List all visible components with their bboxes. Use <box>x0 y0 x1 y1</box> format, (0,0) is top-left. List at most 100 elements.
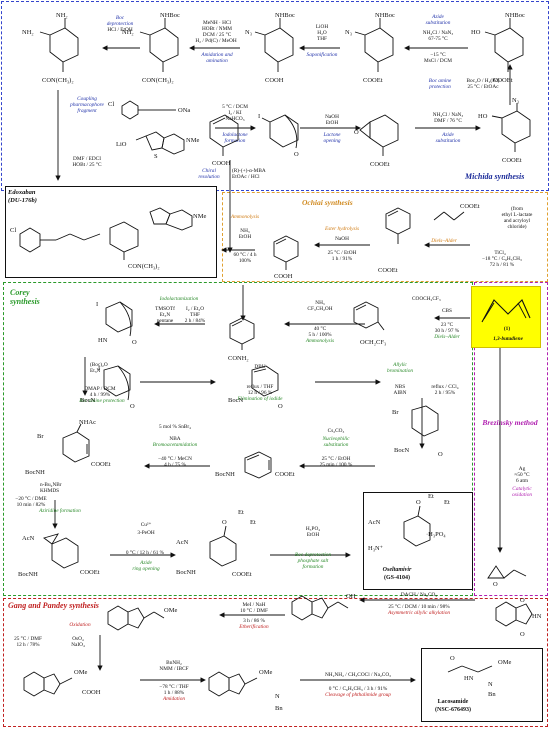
c-brom-n1: Bromoacetamidation <box>152 442 198 448</box>
c-da-n1: Diels–Alder <box>434 334 460 340</box>
svg-text:Et: Et <box>250 519 256 526</box>
m-s2-c1: MeNH · HCl <box>203 20 231 26</box>
svg-text:OMe: OMe <box>164 607 177 614</box>
c-allyl-c2: AIBN <box>393 390 407 396</box>
g-ether-n1: Etherification <box>239 624 269 630</box>
michida-diamine-amide: NH₂ NH₂ CON(CH₃)₂ <box>22 12 79 84</box>
m-s9-n3: fragment <box>77 108 97 114</box>
m-s3-c3: THF <box>316 36 327 42</box>
svg-text:NHBoc: NHBoc <box>160 12 180 19</box>
m-chiral-c2: EtOAc / HCl <box>232 174 260 180</box>
c-iodo-n1: Iodolactamization <box>159 296 199 302</box>
c-nucl-c3: 25 min / 100 % <box>319 462 353 468</box>
o-ester-c2: 25 °C / EtOH <box>327 250 357 256</box>
c-dep-c2: EtOH <box>306 532 320 538</box>
o-da-n1: Diels–Alder <box>431 238 457 244</box>
c-da-c2: 23 °C <box>440 322 454 328</box>
c-azir-n1: Aziridine formation <box>39 508 81 514</box>
o-ester-n1: Ester hydrolysis <box>324 226 360 232</box>
svg-text:CON(CH₃)₂: CON(CH₃)₂ <box>142 77 174 84</box>
c-brom-c2: NBA <box>169 436 181 442</box>
edoxaban-box <box>5 186 217 278</box>
o-amm-c4: 100% <box>238 258 252 264</box>
m-s8-n1: Iodolactone <box>222 132 248 138</box>
svg-text:O: O <box>520 597 525 604</box>
c-allyl-c1: NBS <box>394 384 406 390</box>
svg-text:AcN: AcN <box>22 535 35 542</box>
g-oxid-c1: 25 °C / DMF <box>14 636 42 642</box>
svg-text:NH₂: NH₂ <box>56 12 68 19</box>
svg-text:NHBoc: NHBoc <box>505 12 525 19</box>
c-amm-c3: 40 °C <box>313 326 327 332</box>
svg-text:·H₃PO₄: ·H₃PO₄ <box>426 531 446 538</box>
c-elim-n1: Elimination of iodide <box>237 396 283 402</box>
svg-text:N: N <box>275 693 280 700</box>
c-boc-c1: (Boc)₂O <box>90 362 108 368</box>
svg-text:I: I <box>98 365 100 372</box>
m-s9-n2: pharmacophore <box>70 102 104 108</box>
svg-text:NH₂: NH₂ <box>122 29 134 36</box>
m-s3-n1: Saponification <box>306 52 338 58</box>
svg-text:O: O <box>450 655 455 662</box>
m-s9-n1: Coupling <box>77 96 97 102</box>
m-s7-c1: NaOH <box>325 114 339 120</box>
ochiai-amide: COOH <box>273 235 299 280</box>
c-iodo-c2: Et₃N <box>159 312 171 318</box>
vinyl-epoxide: O <box>487 565 527 588</box>
svg-text:BocNH: BocNH <box>18 571 38 578</box>
g-oxid-c4: NaIO₄ <box>71 642 85 648</box>
c-open-c3: 0 °C / 12 h / 61 % <box>125 550 165 556</box>
o-da-c1: TiCl₄ <box>494 250 506 256</box>
c-iodo-c1: TMSOTf <box>155 306 175 312</box>
svg-text:Et: Et <box>428 493 434 500</box>
michida-chloropyridine-oxalamide: Cl ONa <box>108 100 190 120</box>
svg-text:O: O <box>294 151 299 158</box>
svg-text:Br: Br <box>392 409 399 416</box>
o-ester-c3: 1 h / 91% <box>331 256 353 262</box>
b-n1: Catalytic <box>512 486 532 492</box>
m-s1-c2: deprotection <box>106 21 134 27</box>
svg-text:NH₂: NH₂ <box>22 29 34 36</box>
svg-text:NHBoc: NHBoc <box>275 12 295 19</box>
svg-text:HO: HO <box>471 29 481 36</box>
o-source-c3: and acryloyl <box>503 218 531 224</box>
c-azir-c4: 10 min / 82% <box>16 502 46 508</box>
svg-text:COOH: COOH <box>265 77 284 84</box>
butadiene-structure <box>481 299 531 323</box>
m-s5-n1: Boc amine <box>428 78 452 84</box>
m-s6-c1: NH₄Cl / NaN₃ <box>432 112 464 118</box>
c-elim-c2: reflux / THF <box>246 384 274 390</box>
brezinsky-region <box>474 282 548 596</box>
corey-iodolactam: I HN O <box>96 301 137 346</box>
corey-bromoacetamide: NHAc Br BocNH COOEt <box>25 419 111 476</box>
corey-diene-ester: BocNH COOEt <box>215 451 295 479</box>
svg-text:COOEt: COOEt <box>460 203 480 210</box>
svg-text:BocN: BocN <box>394 447 409 454</box>
svg-text:I: I <box>96 301 98 308</box>
o-amm-c3: 60 °C / 4 h <box>233 252 257 258</box>
m-s2-c2: HOBt / NMM <box>201 26 233 32</box>
michida-azido-alcohol: N₃ HO COOEt <box>478 97 531 164</box>
butadiene-number: (1) <box>503 326 511 332</box>
c-allyl-c3: reflux / CCl₄ <box>431 384 459 390</box>
c-open-c1: Cu²⁺ <box>140 522 152 528</box>
c-amm-c1: NH₃ <box>315 300 325 306</box>
o-amm-c2: EtOH <box>238 234 252 240</box>
svg-text:COOEt: COOEt <box>232 571 252 578</box>
svg-text:O: O <box>278 403 283 410</box>
edoxaban-structure: Cl CON(CH₃)₂ NMe <box>10 207 206 270</box>
g-amid-c2: NMM / IBCF <box>159 666 189 672</box>
lacosamide-box <box>421 648 543 722</box>
m-s2-c3: DCM / 25 °C <box>202 32 232 38</box>
corey-carboxamide: CONH₂ <box>228 317 255 362</box>
c-azir-c2: KHMDS <box>40 488 60 494</box>
svg-text:LiO: LiO <box>116 141 127 148</box>
svg-text:COOEt: COOEt <box>502 157 522 164</box>
svg-text:O: O <box>520 631 525 638</box>
lacosamide-name: Lacosamide <box>437 699 469 705</box>
c-allyl-n2: bromination <box>387 368 413 374</box>
ochiai-title: Ochiai synthesis <box>302 198 353 207</box>
svg-text:OCH₂CF₃: OCH₂CF₃ <box>360 339 386 346</box>
o-amm-n1: Ammonolysis <box>230 214 260 220</box>
o-source-c4: chloride) <box>507 224 527 230</box>
